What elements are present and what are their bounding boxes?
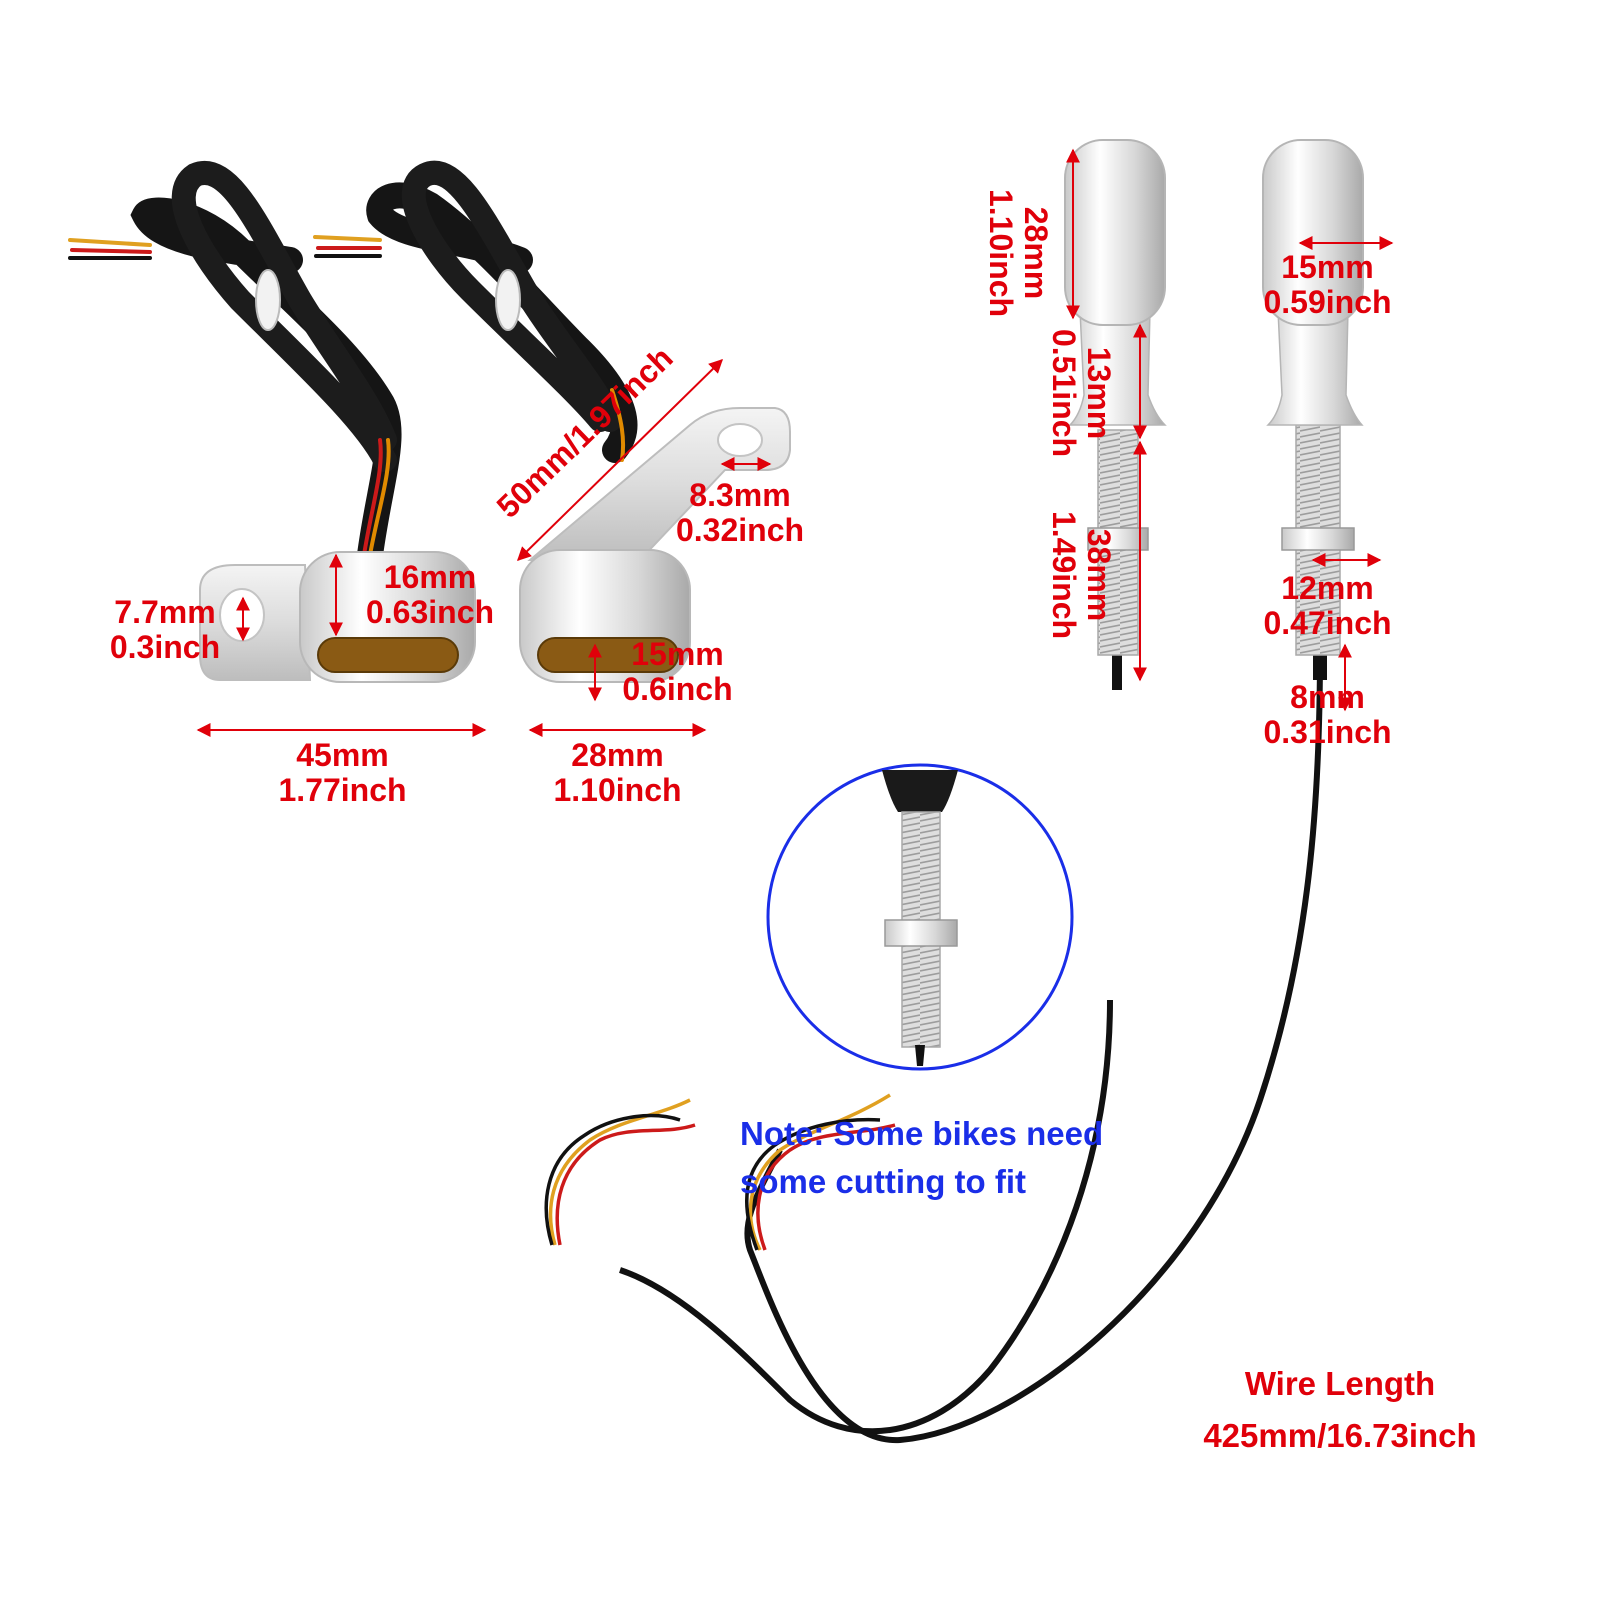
cable-tie-icon — [495, 269, 521, 331]
stud-head-height-inch: 1.10inch — [983, 188, 1019, 318]
cable-tie-icon — [255, 269, 281, 331]
stud-left-head — [1064, 139, 1166, 326]
stud-left-wire — [619, 999, 1113, 1435]
stud-neck-height-mm: 13mm — [1081, 346, 1117, 440]
right-arm-arrow — [517, 359, 723, 561]
right-amber-lens — [537, 637, 679, 673]
wire-length-label: Wire Length 425mm/16.73inch — [1180, 1358, 1500, 1462]
stud-head-width-label: 15mm 0.59inch — [1240, 250, 1415, 320]
stud-right-wire-exit — [1313, 650, 1327, 680]
detail-magnifier — [766, 763, 1074, 1071]
stud-thread-length-label: 38mm 1.49inch — [1046, 490, 1117, 660]
fitment-note: Note: Some bikes need some cutting to fi… — [740, 1110, 1103, 1206]
right-hole-dimension-label: 8.3mm 0.32inch — [665, 478, 815, 548]
detail-nut — [884, 919, 958, 947]
stud-thread-length-inch: 1.49inch — [1046, 510, 1082, 640]
left-amber-lens — [317, 637, 459, 673]
dimension-arrows — [196, 148, 1394, 737]
right-width-inch: 1.10inch — [553, 772, 682, 808]
left-hole-mm: 7.7mm — [114, 594, 216, 630]
left-hole-dimension-label: 7.7mm 0.3inch — [100, 595, 230, 665]
right-width-dimension-label: 28mm 1.10inch — [530, 738, 705, 808]
left-bracket-light — [68, 161, 476, 683]
right-width-mm: 28mm — [571, 737, 664, 773]
left-height-dimension-label: 16mm 0.63inch — [355, 560, 505, 630]
stud-head-width-inch: 0.59inch — [1263, 284, 1392, 320]
stud-nut-width-mm: 12mm — [1281, 570, 1374, 606]
left-width-inch: 1.77inch — [278, 772, 407, 808]
right-lens-mm: 15mm — [631, 636, 724, 672]
stud-thread-diameter-label: 8mm 0.31inch — [1240, 680, 1415, 750]
stud-head-height-label: 28mm 1.10inch — [983, 168, 1054, 338]
wire-length-title: Wire Length — [1244, 1365, 1436, 1402]
right-bracket-hole — [717, 423, 763, 457]
wire-end-leads — [544, 1093, 896, 1251]
stud-thread-diameter-inch: 0.31inch — [1263, 714, 1392, 750]
detail-wire — [915, 1045, 925, 1066]
stud-neck-height-inch: 0.51inch — [1046, 328, 1082, 458]
left-bracket-wire-harness — [68, 161, 402, 568]
stud-light-left — [619, 139, 1167, 1435]
stud-right-head — [1262, 139, 1364, 326]
detail-black-neck — [882, 770, 958, 812]
left-hole-inch: 0.3inch — [109, 629, 221, 665]
note-line-1: Note: Some bikes need — [740, 1115, 1104, 1152]
right-lens-dimension-label: 15mm 0.6inch — [610, 637, 745, 707]
right-lens-inch: 0.6inch — [622, 671, 733, 707]
right-hole-inch: 0.32inch — [675, 512, 805, 548]
stud-nut-width-label: 12mm 0.47inch — [1240, 571, 1415, 641]
stud-neck-height-label: 13mm 0.51inch — [1046, 308, 1117, 478]
stud-left-wire-exit — [1112, 650, 1122, 690]
stud-right-neck — [1266, 309, 1364, 426]
stud-thread-length-mm: 38mm — [1081, 528, 1117, 622]
right-hole-mm: 8.3mm — [689, 477, 791, 513]
wire-length-value: 425mm/16.73inch — [1203, 1417, 1477, 1454]
stud-light-right — [744, 139, 1364, 1444]
stud-right-nut — [1281, 527, 1355, 551]
stud-right-wire — [744, 649, 1323, 1444]
stud-head-width-mm: 15mm — [1281, 249, 1374, 285]
left-height-mm: 16mm — [383, 559, 477, 595]
left-width-mm: 45mm — [296, 737, 389, 773]
left-width-dimension-label: 45mm 1.77inch — [255, 738, 430, 808]
stud-thread-diameter-mm: 8mm — [1290, 679, 1365, 715]
note-line-2: some cutting to fit — [740, 1163, 1026, 1200]
left-height-inch: 0.63inch — [365, 594, 495, 630]
stud-nut-width-inch: 0.47inch — [1263, 605, 1392, 641]
